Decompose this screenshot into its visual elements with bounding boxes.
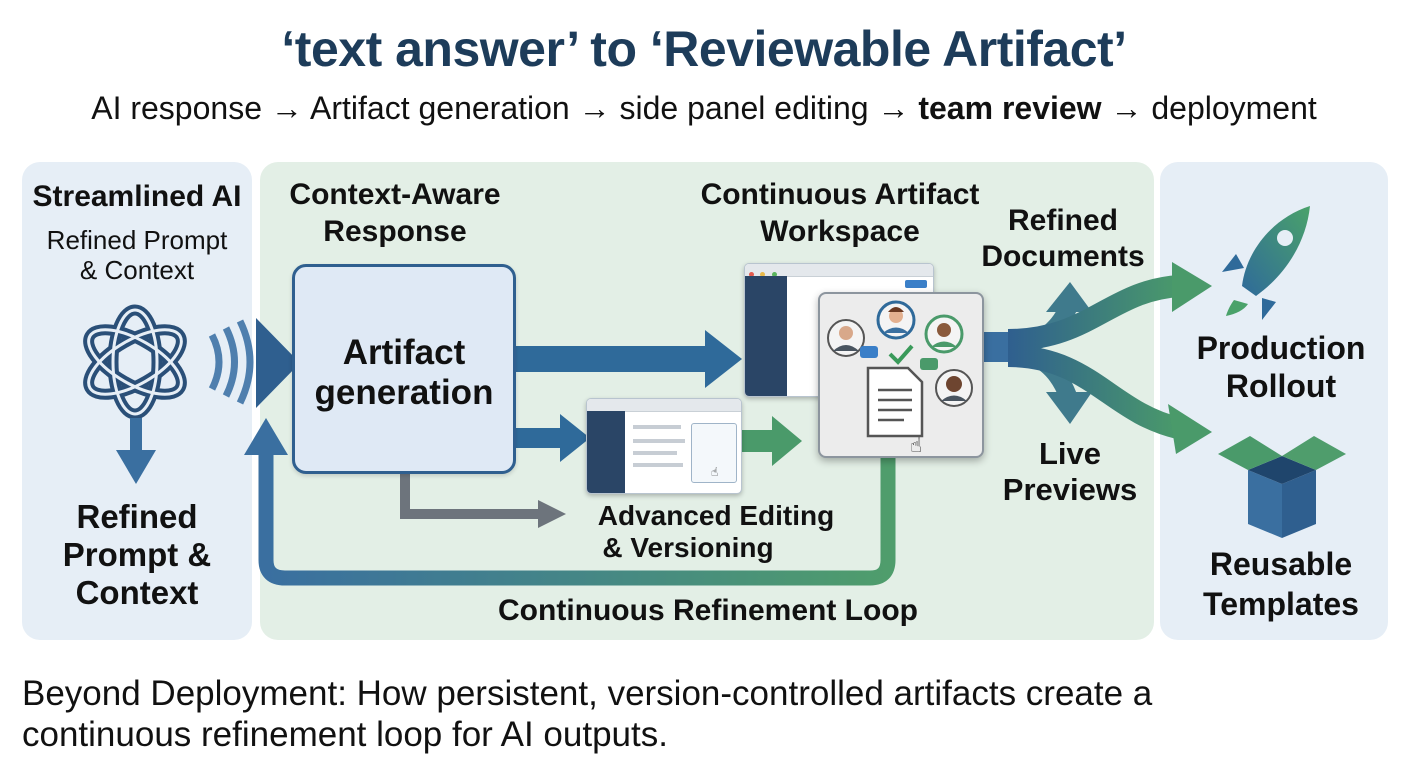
avatar [935,369,973,407]
step-artifact-generation: Artifact generation [310,90,570,126]
cursor-hand-icon: ☝ [910,433,922,456]
rocket-icon [1222,206,1310,320]
streamlined-ai-heading: Streamlined AI [32,180,242,213]
share-button[interactable] [905,280,927,288]
signal-waves-icon [208,319,254,405]
avatar [827,319,865,357]
advanced-editing-label-1: Advanced Editing [597,500,835,531]
check-icon [888,344,914,365]
context-aware-label-1: Context-Aware [289,178,501,211]
editor-side-panel [691,423,737,483]
refinement-loop-label: Continuous Refinement Loop [498,594,918,627]
step-team-review: team review [918,90,1102,126]
footer-line-2: continuous refinement loop for AI output… [22,714,668,754]
arrow-to-advanced-editing [400,470,540,519]
arrow-to-advanced-editing-head [538,500,566,528]
production-rollout-label-2: Rollout [1225,368,1337,404]
arrow-separator: → [877,90,910,126]
artifact-generation-label-1: Artifact [342,333,466,372]
refinement-loop-arrow [258,450,896,586]
production-rollout-label-1: Production [1196,330,1366,366]
streamlined-ai-panel [22,162,252,640]
open-box-icon [1218,436,1346,538]
arrow-editor-to-workspace-head [772,416,802,466]
reusable-templates-label-1: Reusable [1209,546,1353,582]
refined-prompt-subheading-1: Refined Prompt [46,225,228,255]
live-previews-label-2: Previews [1002,472,1138,507]
workspace-label-2: Workspace [760,215,920,248]
fan-out-arrows [982,262,1212,454]
arrow-to-workspace-head [705,330,742,388]
step-deployment: deployment [1151,90,1317,126]
arrow-to-workspace-shaft [512,346,712,372]
artifact-generation-label-2: generation [314,373,494,412]
editor-sidebar [587,411,625,493]
refined-documents-label-1: Refined [1007,204,1118,237]
arrow-to-editor-head [560,414,590,462]
loop-arrowhead [244,418,288,455]
arrow-editor-to-workspace-shaft [740,430,778,452]
artifact-generation-card: Artifact generation [292,264,516,474]
live-previews-label-1: Live [1038,436,1102,471]
ai-knot-logo-icon [83,304,187,420]
down-arrow-icon [116,418,156,484]
pipeline-subtitle: AI response → Artifact generation → side… [0,90,1408,127]
footer-caption: Beyond Deployment: How persistent, versi… [22,674,1392,756]
team-review-card: ☝ [818,292,984,458]
document-icon [866,366,924,438]
refined-documents-label-2: Documents [981,240,1145,273]
footer-line-1: Beyond Deployment: How persistent, versi… [22,674,1153,713]
workspace-label-1: Continuous Artifact [700,178,980,211]
arrow-to-artifact-generation [256,318,300,408]
editor-titlebar [587,399,741,412]
step-ai-response: AI response [91,90,262,126]
chat-bubble-icon [860,346,878,358]
arrow-separator: → [578,90,611,126]
chat-bubble-icon [920,358,938,370]
page-title: ‘text answer’ to ‘Reviewable Artifact’ [281,21,1127,77]
arrow-separator: → [1110,90,1143,126]
team-review-illustration: ☝ [827,300,973,457]
cursor-hand-icon: ☝ [711,465,719,479]
refined-prompt-label-3: Context [75,574,199,611]
workspace-titlebar [745,264,933,277]
avatar [924,314,964,354]
refined-prompt-subheading-2: & Context [79,255,195,285]
side-panel-editor-mockup: ☝ [586,398,742,494]
step-side-panel-editing: side panel editing [619,90,869,126]
reusable-templates-label-2: Templates [1203,586,1359,622]
refined-prompt-label-2: Prompt & [62,536,212,573]
workspace-sidebar [745,276,787,396]
avatar [876,300,916,340]
arrow-separator: → [270,90,303,126]
advanced-editing-label-2: & Versioning [602,532,774,563]
arrow-to-editor-shaft [512,428,564,448]
refined-prompt-label-1: Refined [76,498,198,535]
context-aware-label-2: Response [323,215,467,248]
